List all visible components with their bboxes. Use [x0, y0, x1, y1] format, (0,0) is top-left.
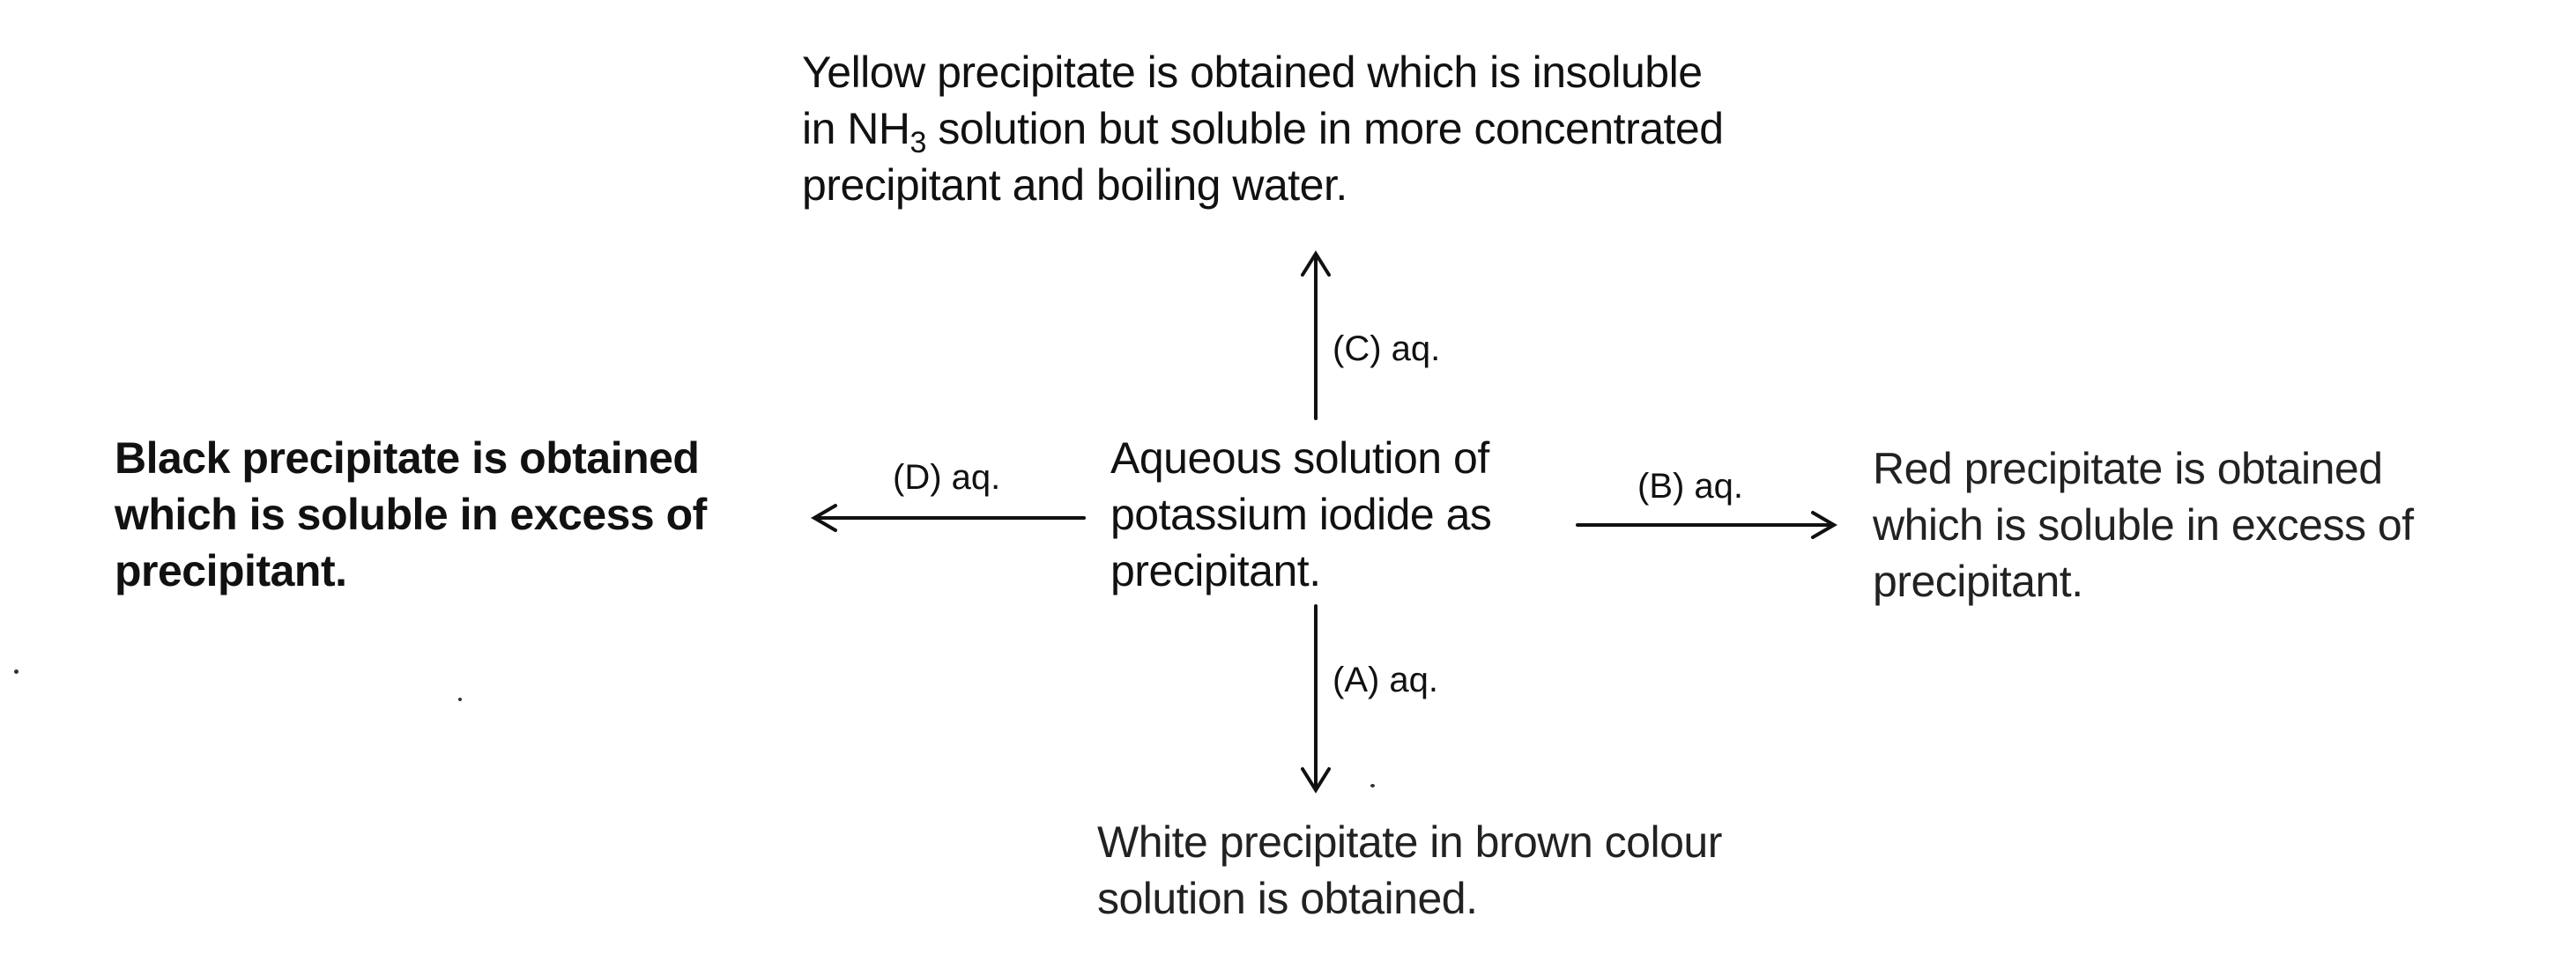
- red-precipitate-note: Red precipitate is obtained which is sol…: [1873, 440, 2414, 610]
- center-line-1: Aqueous solution of: [1110, 433, 1489, 483]
- nh3-prefix: in NH: [802, 104, 910, 153]
- top-line-2: in NH3 solution but soluble in more conc…: [802, 100, 1724, 159]
- label-b-aq: (B) aq.: [1637, 467, 1744, 506]
- scan-speck: [1370, 784, 1375, 787]
- label-d-aq: (D) aq.: [893, 458, 1001, 497]
- nh3-subscript: 3: [909, 126, 927, 159]
- top-line-2-rest: solution but soluble in more concentrate…: [938, 104, 1724, 153]
- label-a-aq: (A) aq.: [1333, 661, 1439, 699]
- left-line-2: which is soluble in excess of: [115, 490, 707, 539]
- left-line-3: precipitant.: [115, 546, 347, 595]
- bottom-line-1: White precipitate in brown colour: [1097, 817, 1722, 867]
- yellow-precipitate-note: Yellow precipitate is obtained which is …: [802, 44, 1724, 213]
- center-line-2: potassium iodide as: [1110, 490, 1492, 539]
- top-line-3: precipitant and boiling water.: [802, 160, 1347, 210]
- scan-speck: [458, 698, 462, 701]
- left-line-1: Black precipitate is obtained: [115, 433, 700, 483]
- center-line-3: precipitant.: [1110, 546, 1321, 595]
- white-precipitate-note: White precipitate in brown colour soluti…: [1097, 814, 1722, 927]
- right-line-1: Red precipitate is obtained: [1873, 444, 2383, 493]
- arrow-up-c: [1301, 250, 1331, 420]
- bottom-line-2: solution is obtained.: [1097, 874, 1478, 923]
- arrow-down-a: [1301, 604, 1331, 794]
- arrow-right-b: [1576, 511, 1837, 539]
- right-line-2: which is soluble in excess of: [1873, 500, 2414, 550]
- black-precipitate-note: Black precipitate is obtained which is s…: [115, 430, 707, 599]
- right-line-3: precipitant.: [1873, 557, 2083, 606]
- potassium-iodide-center: Aqueous solution of potassium iodide as …: [1110, 430, 1492, 599]
- top-line-1: Yellow precipitate is obtained which is …: [802, 48, 1703, 97]
- arrow-left-d: [811, 504, 1086, 532]
- scan-speck: [14, 669, 19, 674]
- label-c-aq: (C) aq.: [1333, 329, 1441, 368]
